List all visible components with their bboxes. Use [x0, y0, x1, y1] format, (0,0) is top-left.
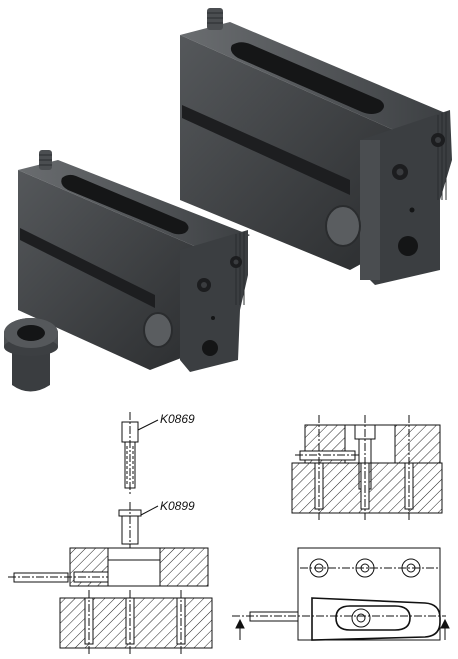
- callout-k0869: K0869: [160, 412, 195, 426]
- clamp-large-serration: [437, 112, 447, 200]
- plan-base-outline: [297, 547, 441, 641]
- base-plate-exploded: [59, 590, 213, 655]
- clamp-large-slot: [230, 42, 384, 114]
- clamp-large-head: [360, 110, 452, 285]
- clamp-large-pivot-pin: [325, 205, 361, 247]
- clamp-small: [18, 150, 250, 372]
- plan-view-drawing: [232, 547, 450, 641]
- clamp-large-threaded-bore: [398, 236, 418, 256]
- clamp-small-threaded-bore: [202, 340, 218, 356]
- exploded-assembly-drawing: [8, 412, 213, 655]
- clamp-large: [180, 8, 452, 285]
- clamp-small-wedge-gap: [20, 228, 155, 308]
- clamp-section-exploded: [69, 547, 209, 587]
- clamp-small-pivot-pin: [143, 312, 173, 348]
- clamp-small-serration: [235, 232, 245, 305]
- callout-k0899: K0899: [160, 499, 195, 513]
- plan-slot: [335, 605, 411, 631]
- screw-k0869: [121, 412, 139, 496]
- bushing-bore: [17, 325, 45, 341]
- leader-k0869: [137, 419, 159, 431]
- clamp-large-set-screw: [207, 8, 223, 30]
- bushing-k0899: [118, 502, 142, 552]
- clamp-small-head: [180, 230, 248, 372]
- clamp-large-wedge-gap: [182, 105, 350, 195]
- plan-holes: [300, 558, 438, 578]
- section-markers: [235, 618, 450, 640]
- leader-k0899: [140, 505, 159, 516]
- plan-clamp-outline: [311, 597, 441, 641]
- clamp-small-slot: [61, 174, 189, 235]
- assembled-section-drawing: [291, 415, 443, 520]
- bushing: [4, 318, 58, 392]
